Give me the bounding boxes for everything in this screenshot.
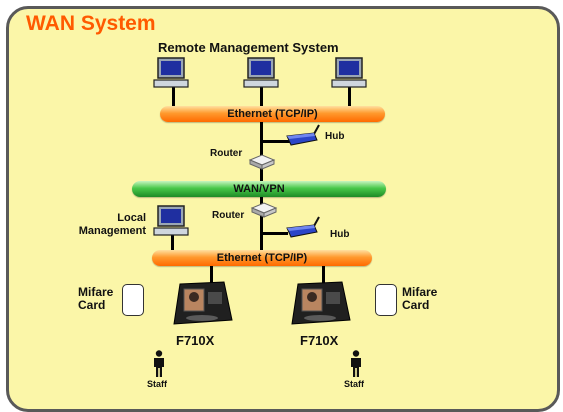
hub-icon (286, 216, 320, 238)
mifare-card-icon (375, 284, 397, 316)
ethernet-bar-top: Ethernet (TCP/IP) (160, 106, 385, 122)
hub-label-top: Hub (325, 131, 345, 142)
wan-vpn-bar: WAN/VPN (132, 181, 386, 197)
connector-line (260, 122, 263, 181)
diagram-frame (6, 6, 560, 412)
mifare-card-label-left: Mifare Card (78, 286, 113, 312)
computer-icon (153, 205, 189, 236)
terminal-device-icon (291, 281, 351, 325)
mifare-right-line-1: Mifare (402, 285, 438, 299)
mifare-card-label-right: Mifare Card (402, 286, 437, 312)
mifare-left-line-1: Mifare (78, 285, 114, 299)
mifare-left-line-2: Card (78, 298, 106, 312)
person-icon (351, 350, 361, 377)
connector-line (172, 86, 175, 106)
ethernet-bar-bottom: Ethernet (TCP/IP) (152, 250, 372, 266)
mifare-right-line-2: Card (402, 298, 430, 312)
device-label-left: F710X (176, 333, 215, 348)
hub-label-bottom: Hub (330, 229, 350, 240)
router-icon (250, 202, 278, 218)
hub-icon (286, 124, 320, 146)
connector-line (210, 266, 213, 284)
staff-label-left: Staff (147, 379, 167, 389)
ethernet-label-top: Ethernet (TCP/IP) (227, 108, 318, 120)
computer-icon (243, 57, 279, 88)
connector-line (322, 266, 325, 284)
ethernet-label-bottom: Ethernet (TCP/IP) (216, 252, 308, 264)
connector-line (348, 86, 351, 106)
wan-vpn-label: WAN/VPN (233, 183, 285, 195)
connector-line (260, 140, 290, 143)
remote-management-label: Remote Management System (158, 40, 339, 55)
person-icon (154, 350, 164, 377)
connector-line (260, 197, 263, 250)
connector-line (260, 232, 288, 235)
local-management-label: Local Management (68, 212, 146, 238)
local-management-line-1: Local (117, 212, 146, 224)
router-label-bottom: Router (212, 210, 245, 221)
terminal-device-icon (173, 281, 233, 325)
router-icon (248, 154, 276, 170)
router-label-top: Router (210, 148, 243, 159)
connector-line (171, 232, 174, 250)
staff-label-right: Staff (344, 379, 364, 389)
local-management-line-2: Management (78, 225, 146, 237)
computer-icon (331, 57, 367, 88)
diagram-title: WAN System (26, 12, 156, 35)
device-label-right: F710X (300, 333, 339, 348)
computer-icon (153, 57, 189, 88)
mifare-card-icon (122, 284, 144, 316)
connector-line (260, 86, 263, 106)
